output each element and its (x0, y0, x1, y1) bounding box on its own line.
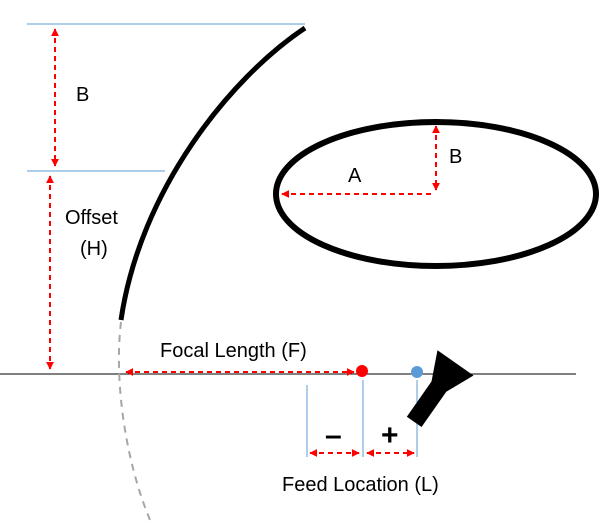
offset-label: Offset (65, 207, 118, 229)
feed-point (411, 366, 423, 378)
reflector-continuation (117, 321, 151, 521)
reflector-arc (118, 25, 307, 321)
ellipse-a-label: A (348, 165, 362, 187)
offset-h-label: (H) (80, 238, 108, 260)
focal-length-label: Focal Length (F) (160, 340, 307, 362)
aperture-ellipse (273, 119, 599, 269)
focal-point (356, 365, 368, 377)
minus-sign: – (325, 419, 342, 452)
feed-horn-icon (406, 350, 474, 428)
ellipse-b-label: B (449, 146, 462, 168)
b-offset-label: B (76, 84, 89, 106)
plus-sign: + (381, 419, 399, 452)
feed-location-label: Feed Location (L) (282, 474, 439, 496)
